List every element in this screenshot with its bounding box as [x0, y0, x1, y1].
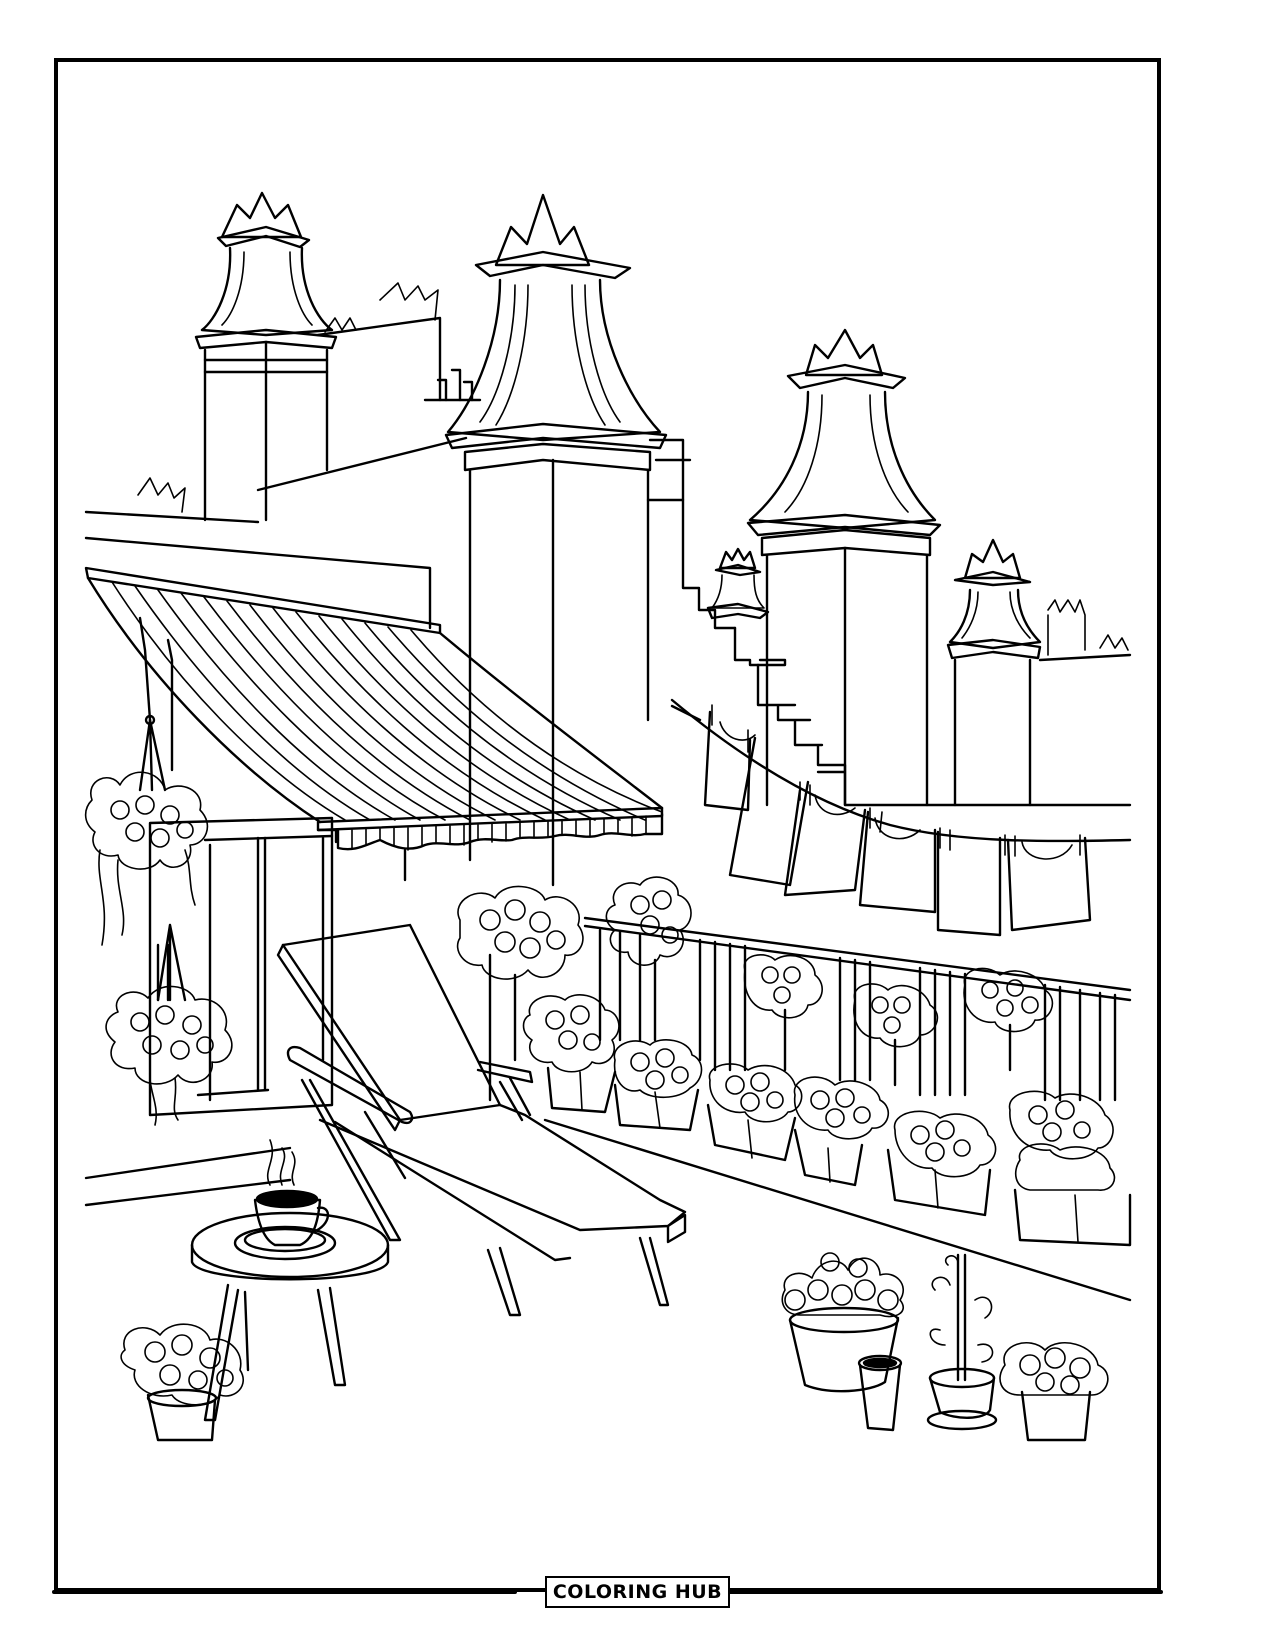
empty-pot	[857, 1354, 903, 1432]
hanging-basket-lower	[105, 923, 233, 1126]
window	[148, 816, 334, 1117]
floor-pot-flowers	[781, 1252, 904, 1393]
brand-logo: COLORING HUB	[544, 1576, 731, 1608]
side-table	[190, 1211, 390, 1422]
terrace-wall	[84, 477, 432, 630]
floor-pot-left	[120, 1323, 244, 1442]
striped-awning	[84, 566, 664, 882]
chimney-small-mid	[706, 547, 770, 620]
coffee-cup	[253, 1139, 330, 1247]
stair-building	[646, 438, 1132, 807]
flower-planters	[546, 1066, 1132, 1247]
brand-footer: COLORING HUB	[0, 1574, 1275, 1610]
flower-bushes	[456, 876, 1116, 1191]
chimney-center	[444, 193, 668, 887]
chimney-right-large	[746, 328, 942, 807]
floor-pot-staked-plant	[926, 1253, 998, 1431]
floor-pot-right	[999, 1341, 1109, 1442]
roof-block-left	[256, 282, 482, 492]
clothesline	[670, 698, 1132, 937]
chimney-right-small	[946, 538, 1132, 807]
terrace-floor	[84, 1118, 1132, 1302]
hanging-basket-upper	[84, 616, 209, 946]
chimney-left	[194, 191, 338, 522]
lounge-chair	[276, 923, 687, 1317]
